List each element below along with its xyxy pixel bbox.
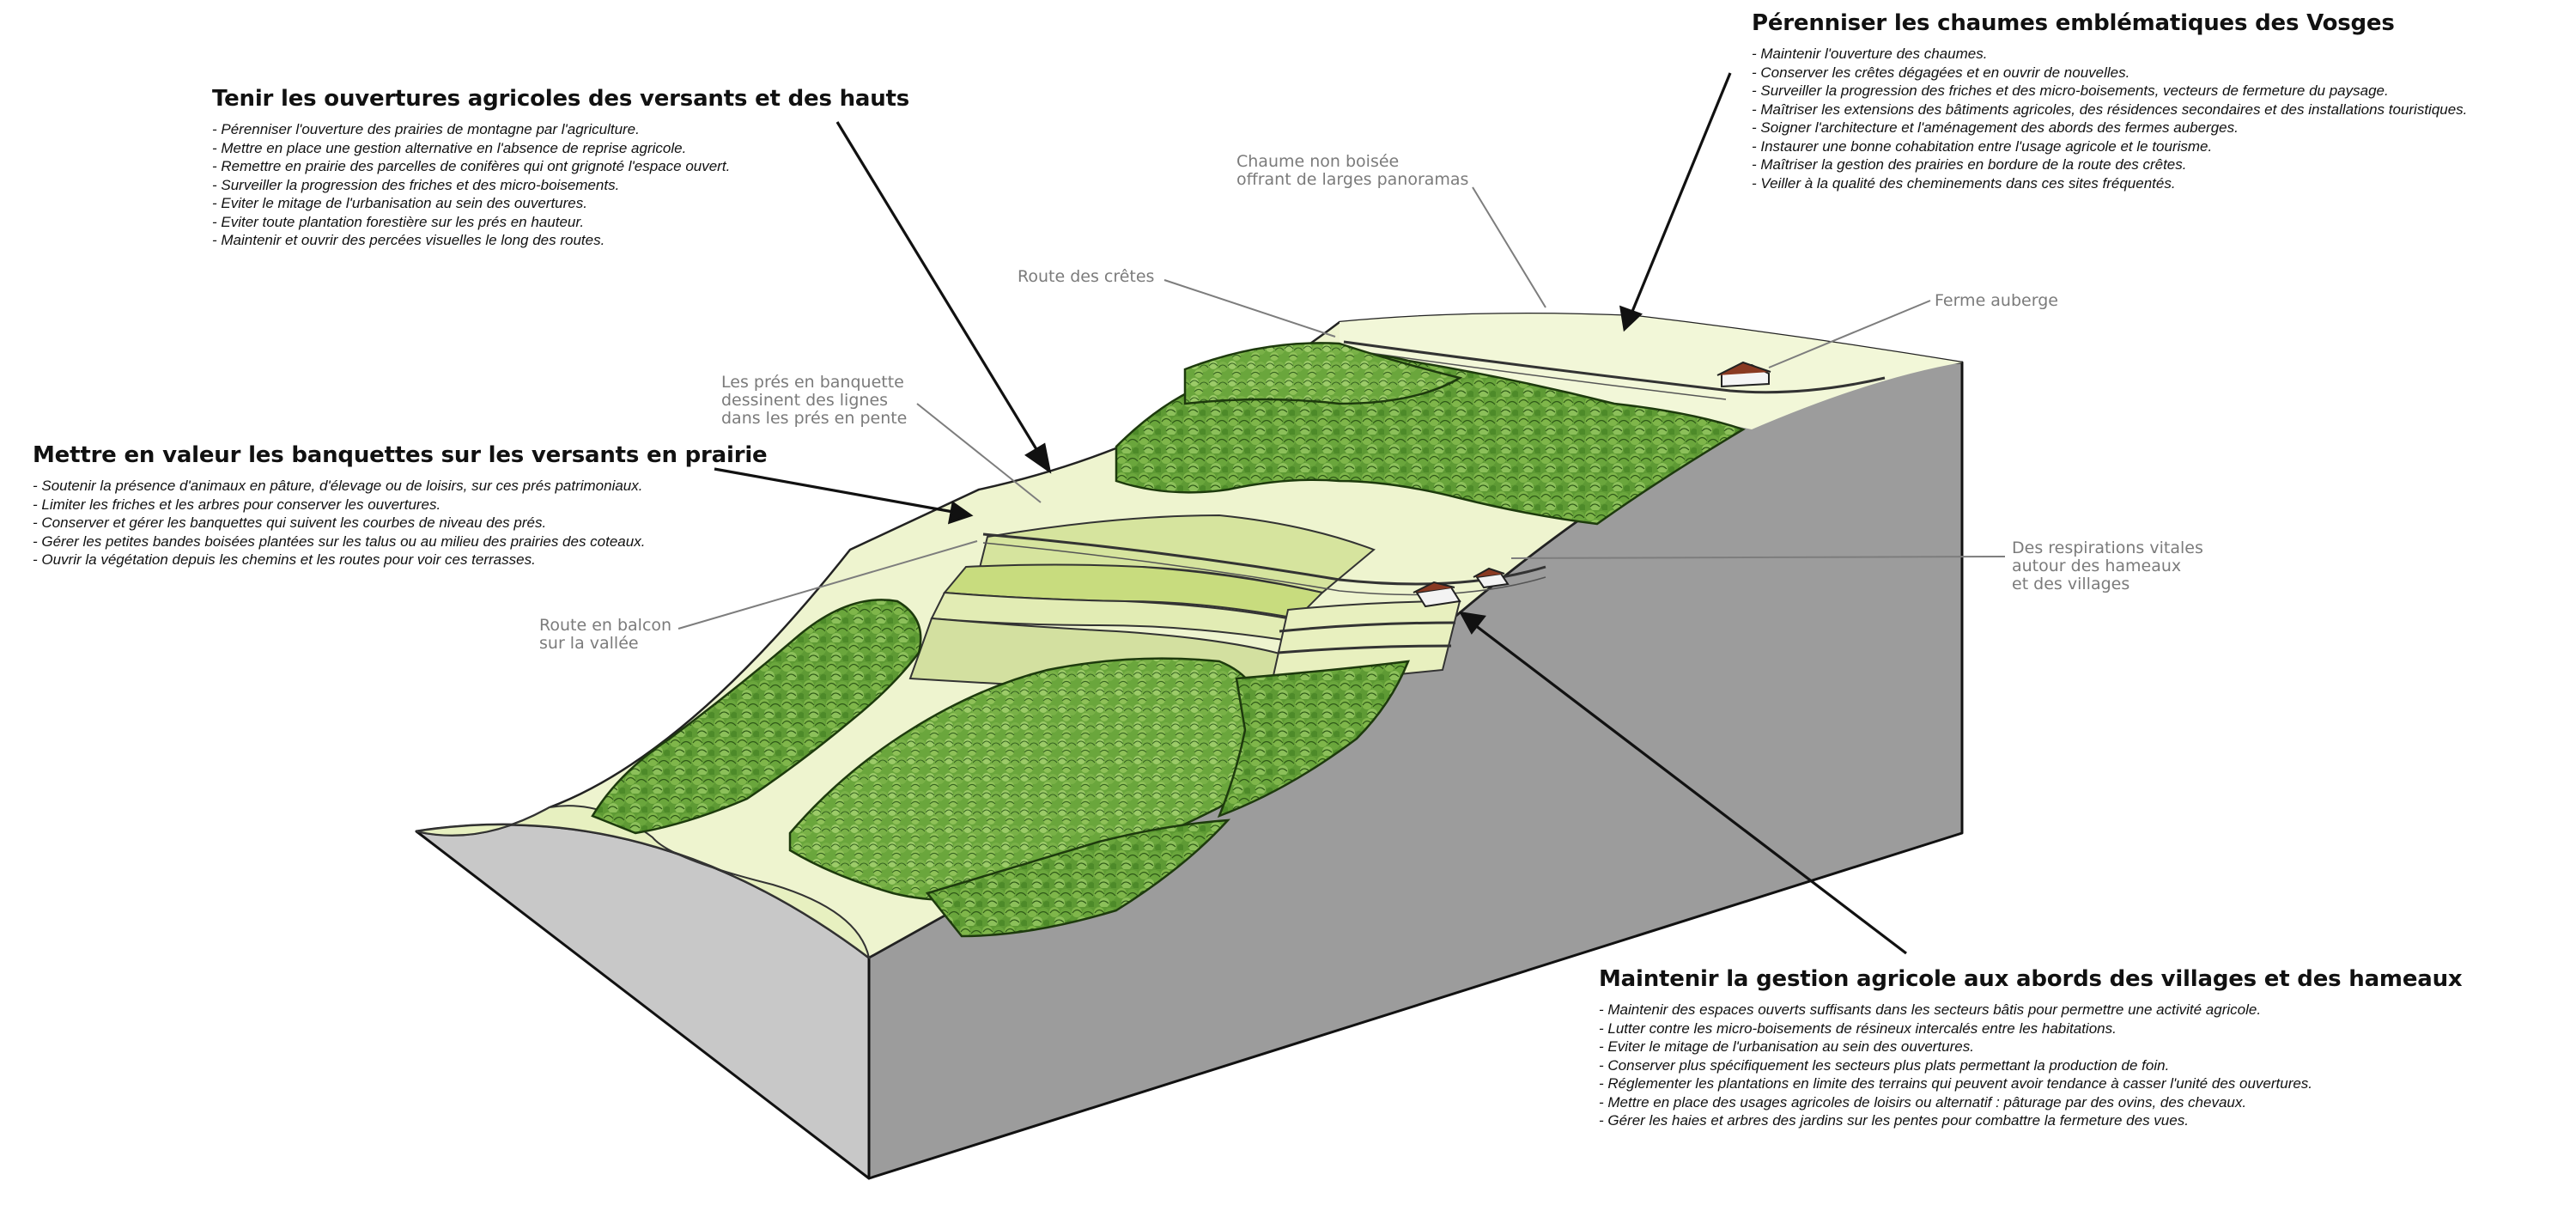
route-cretes xyxy=(1343,340,1886,394)
arrow-chaumes xyxy=(1630,72,1732,314)
list-item: - Maintenir des espaces ouverts suffisan… xyxy=(1599,1001,2262,1018)
arrow-villages xyxy=(1474,624,1907,955)
block-villages-title: Maintenir la gestion agricole aux abords… xyxy=(1599,966,2463,992)
list-item: - Gérer les petites bandes boisées plant… xyxy=(33,532,646,550)
block-banquettes: Mettre en valeur les banquettes sur les … xyxy=(33,442,768,569)
list-item: - Mettre en place une gestion alternativ… xyxy=(212,139,687,156)
callout-line: dessinent des lignes xyxy=(721,391,889,410)
block-chaumes-title: Pérenniser les chaumes emblématiques des… xyxy=(1752,10,2395,36)
arrow-banquettes xyxy=(714,467,954,514)
hamlet-building-1 xyxy=(1413,581,1461,608)
list-item: - Surveiller la progression des friches … xyxy=(212,176,620,193)
callout-line: dans les prés en pente xyxy=(721,409,908,428)
callout-route-cretes: Route des crêtes xyxy=(1018,268,1154,286)
list-item: - Lutter contre les micro-boisements de … xyxy=(1599,1019,2117,1037)
forest-lower-slope xyxy=(925,818,1231,938)
leader-lines xyxy=(677,186,2006,630)
buildings xyxy=(1413,361,1771,608)
callout-line: Route en balcon xyxy=(539,616,672,635)
list-item: - Maîtriser la gestion des prairies en b… xyxy=(1752,156,2187,173)
hamlet-building-2 xyxy=(1473,567,1510,589)
list-item: - Soutenir la présence d'animaux en pâtu… xyxy=(33,478,643,494)
list-item: - Veiller à la qualité des cheminements … xyxy=(1752,174,2176,192)
list-item: - Eviter toute plantation forestière sur… xyxy=(212,213,585,230)
block-villages: Maintenir la gestion agricole aux abords… xyxy=(1599,966,2463,1130)
block-ouvertures-title: Tenir les ouvertures agricoles des versa… xyxy=(212,86,910,112)
list-item: - Maintenir l'ouverture des chaumes. xyxy=(1752,46,1988,62)
arrows xyxy=(714,72,1907,955)
list-item: - Maintenir et ouvrir des percées visuel… xyxy=(212,232,605,248)
list-item: - Eviter le mitage de l'urbanisation au … xyxy=(212,195,587,211)
list-item: - Surveiller la progression des friches … xyxy=(1752,82,2389,99)
leader-balcon xyxy=(677,540,978,630)
callout-line: Chaume non boisée xyxy=(1236,152,1400,171)
callout-line: autour des hameaux xyxy=(2012,557,2182,575)
callout-line: offrant de larges panoramas xyxy=(1236,170,1469,189)
list-item: - Limiter les friches et les arbres pour… xyxy=(33,496,441,513)
forests xyxy=(591,342,1746,938)
callout-line: et des villages xyxy=(2012,575,2130,593)
list-item: - Ouvrir la végétation depuis les chemin… xyxy=(33,551,536,568)
leader-pres xyxy=(916,403,1042,503)
list-item: - Mettre en place des usages agricoles d… xyxy=(1599,1093,2247,1111)
arrow-ouvertures xyxy=(835,121,1041,454)
block-villages-list: - Maintenir des espaces ouverts suffisan… xyxy=(1599,1001,2462,1130)
callout-ferme-auberge: Ferme auberge xyxy=(1935,292,2058,310)
list-item: - Réglementer les plantations en limite … xyxy=(1599,1075,2313,1092)
list-item: - Conserver et gérer les banquettes qui … xyxy=(33,514,547,531)
callout-line: sur la vallée xyxy=(539,634,639,653)
list-item: - Gérer les haies et arbres des jardins … xyxy=(1599,1112,2189,1129)
callout-line: Les prés en banquette xyxy=(721,373,904,392)
callout-chaume: Chaume non boisée offrant de larges pano… xyxy=(1236,153,1468,189)
callout-pres-banquette: Les prés en banquette dessinent des lign… xyxy=(721,374,907,428)
forest-lower-right xyxy=(1217,660,1410,818)
leader-ferme xyxy=(1768,300,1931,368)
leader-chaume xyxy=(1472,186,1546,308)
block-banquettes-list: - Soutenir la présence d'animaux en pâtu… xyxy=(33,477,767,569)
list-item: - Soigner l'architecture et l'aménagemen… xyxy=(1752,119,2239,136)
leader-route-cretes xyxy=(1163,279,1336,338)
list-item: - Conserver les crêtes dégagées et en ou… xyxy=(1752,64,2130,81)
ferme-auberge-building xyxy=(1716,361,1771,388)
block-chaumes: Pérenniser les chaumes emblématiques des… xyxy=(1752,10,2467,192)
lower-left-meadow xyxy=(416,805,871,960)
list-item: - Maîtriser les extensions des bâtiments… xyxy=(1752,100,2468,118)
callout-line: Route des crêtes xyxy=(1018,267,1155,286)
block-banquettes-title: Mettre en valeur les banquettes sur les … xyxy=(33,442,768,468)
block-ouvertures: Tenir les ouvertures agricoles des versa… xyxy=(212,86,909,250)
forest-left-slope xyxy=(591,599,922,835)
chaume-meadow xyxy=(1340,313,1962,429)
list-item: - Remettre en prairie des parcelles de c… xyxy=(212,158,731,174)
callout-line: Ferme auberge xyxy=(1935,291,2058,310)
block-chaumes-list: - Maintenir l'ouverture des chaumes. - C… xyxy=(1752,45,2467,192)
block-ouvertures-list: - Pérenniser l'ouverture des prairies de… xyxy=(212,120,909,250)
forest-upper-band xyxy=(1183,342,1463,405)
list-item: - Conserver plus spécifiquement les sect… xyxy=(1599,1056,2170,1074)
leader-respirations xyxy=(1510,556,2006,559)
callout-respirations: Des respirations vitales autour des hame… xyxy=(2012,539,2203,593)
callout-route-balcon: Route en balcon sur la vallée xyxy=(539,617,671,653)
list-item: - Instaurer une bonne cohabitation entre… xyxy=(1752,137,2213,155)
list-item: - Eviter le mitage de l'urbanisation au … xyxy=(1599,1038,1974,1055)
list-item: - Pérenniser l'ouverture des prairies de… xyxy=(212,121,640,137)
callout-line: Des respirations vitales xyxy=(2012,539,2203,557)
